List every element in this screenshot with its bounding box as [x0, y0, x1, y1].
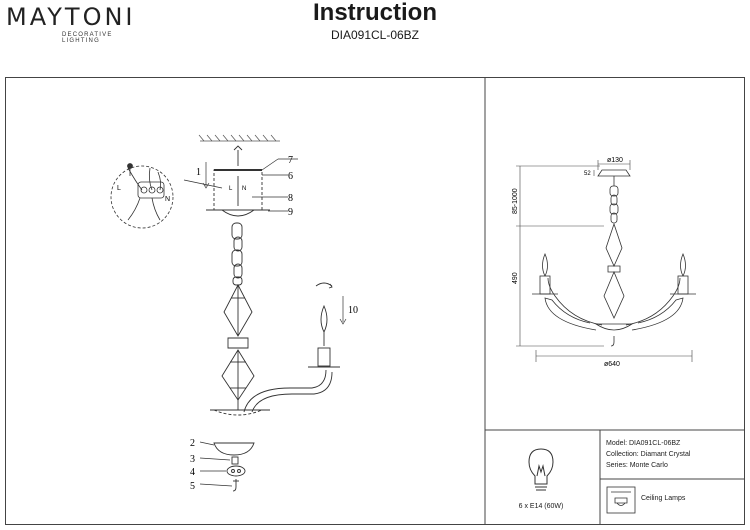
dim-overall-diameter: ø640 [604, 361, 620, 368]
callout-2: 2 [190, 438, 195, 449]
callout-leaders [199, 158, 347, 487]
brand-logo: MAYTONI DECORATIVE LIGHTING [6, 4, 146, 44]
chain [231, 222, 243, 286]
wire-live-label-detail: L [117, 185, 121, 192]
callout-7: 7 [288, 155, 293, 166]
ceiling-hatch [198, 134, 280, 142]
spec-series: Series: Monte Carlo [606, 462, 668, 470]
document-title-block: Instruction DIA091CL-06BZ [300, 0, 450, 42]
brand-name: MAYTONI [6, 3, 136, 31]
model-code: DIA091CL-06BZ [330, 28, 420, 42]
dim-chain-length: 85-1000 [512, 188, 519, 214]
dimension-lines [516, 160, 693, 362]
dim-body-height: 490 [512, 272, 519, 284]
spec-block: Model: DIA091CL-06BZ Collection: Diamant… [606, 438, 690, 472]
candle-bulb [315, 282, 333, 346]
document-title: Instruction [313, 0, 437, 26]
callout-10: 10 [348, 305, 358, 316]
callout-6: 6 [288, 171, 293, 182]
fixing-parts [213, 442, 255, 492]
dim-canopy-diameter: ø130 [607, 157, 623, 164]
wire-live-label: L [229, 186, 233, 192]
dimension-lamp [532, 169, 696, 347]
callout-5: 5 [190, 481, 195, 492]
callout-3: 3 [190, 454, 195, 465]
wiring-detail [110, 163, 223, 229]
panel-dividers [484, 77, 745, 525]
callout-9: 9 [288, 207, 293, 218]
crystal-body [221, 284, 255, 401]
spec-model: Model: DIA091CL-06BZ [606, 440, 681, 447]
callout-8: 8 [288, 193, 293, 204]
callout-1: 1 [196, 167, 201, 178]
bulb-icon [528, 448, 554, 491]
canopy [206, 145, 270, 217]
brand-tagline: DECORATIVE LIGHTING [62, 32, 113, 44]
ceiling-lamp-icon [606, 486, 636, 514]
wire-neutral-label: N [242, 186, 246, 192]
product-type: Ceiling Lamps [641, 495, 686, 502]
callout-4: 4 [190, 467, 195, 478]
spec-collection: Collection: Diamant Crystal [606, 451, 691, 459]
bulb-spec: 6 x E14 (60W) [518, 503, 564, 510]
lamp-arm [210, 347, 340, 416]
drawing-frame [5, 77, 745, 525]
dim-canopy-height: 52 [584, 171, 591, 177]
wire-neutral-label-detail: N [165, 196, 170, 203]
